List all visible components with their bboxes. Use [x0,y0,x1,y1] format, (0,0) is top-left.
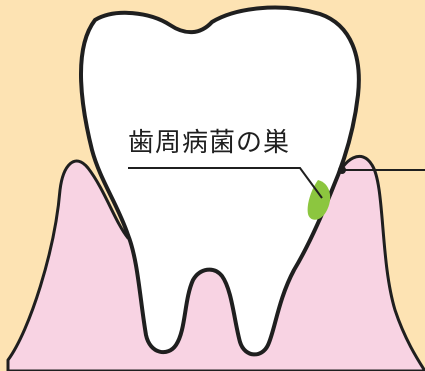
bacteria-nest-label: 歯周病菌の巣 [128,128,290,158]
pointer-dot [338,166,346,174]
